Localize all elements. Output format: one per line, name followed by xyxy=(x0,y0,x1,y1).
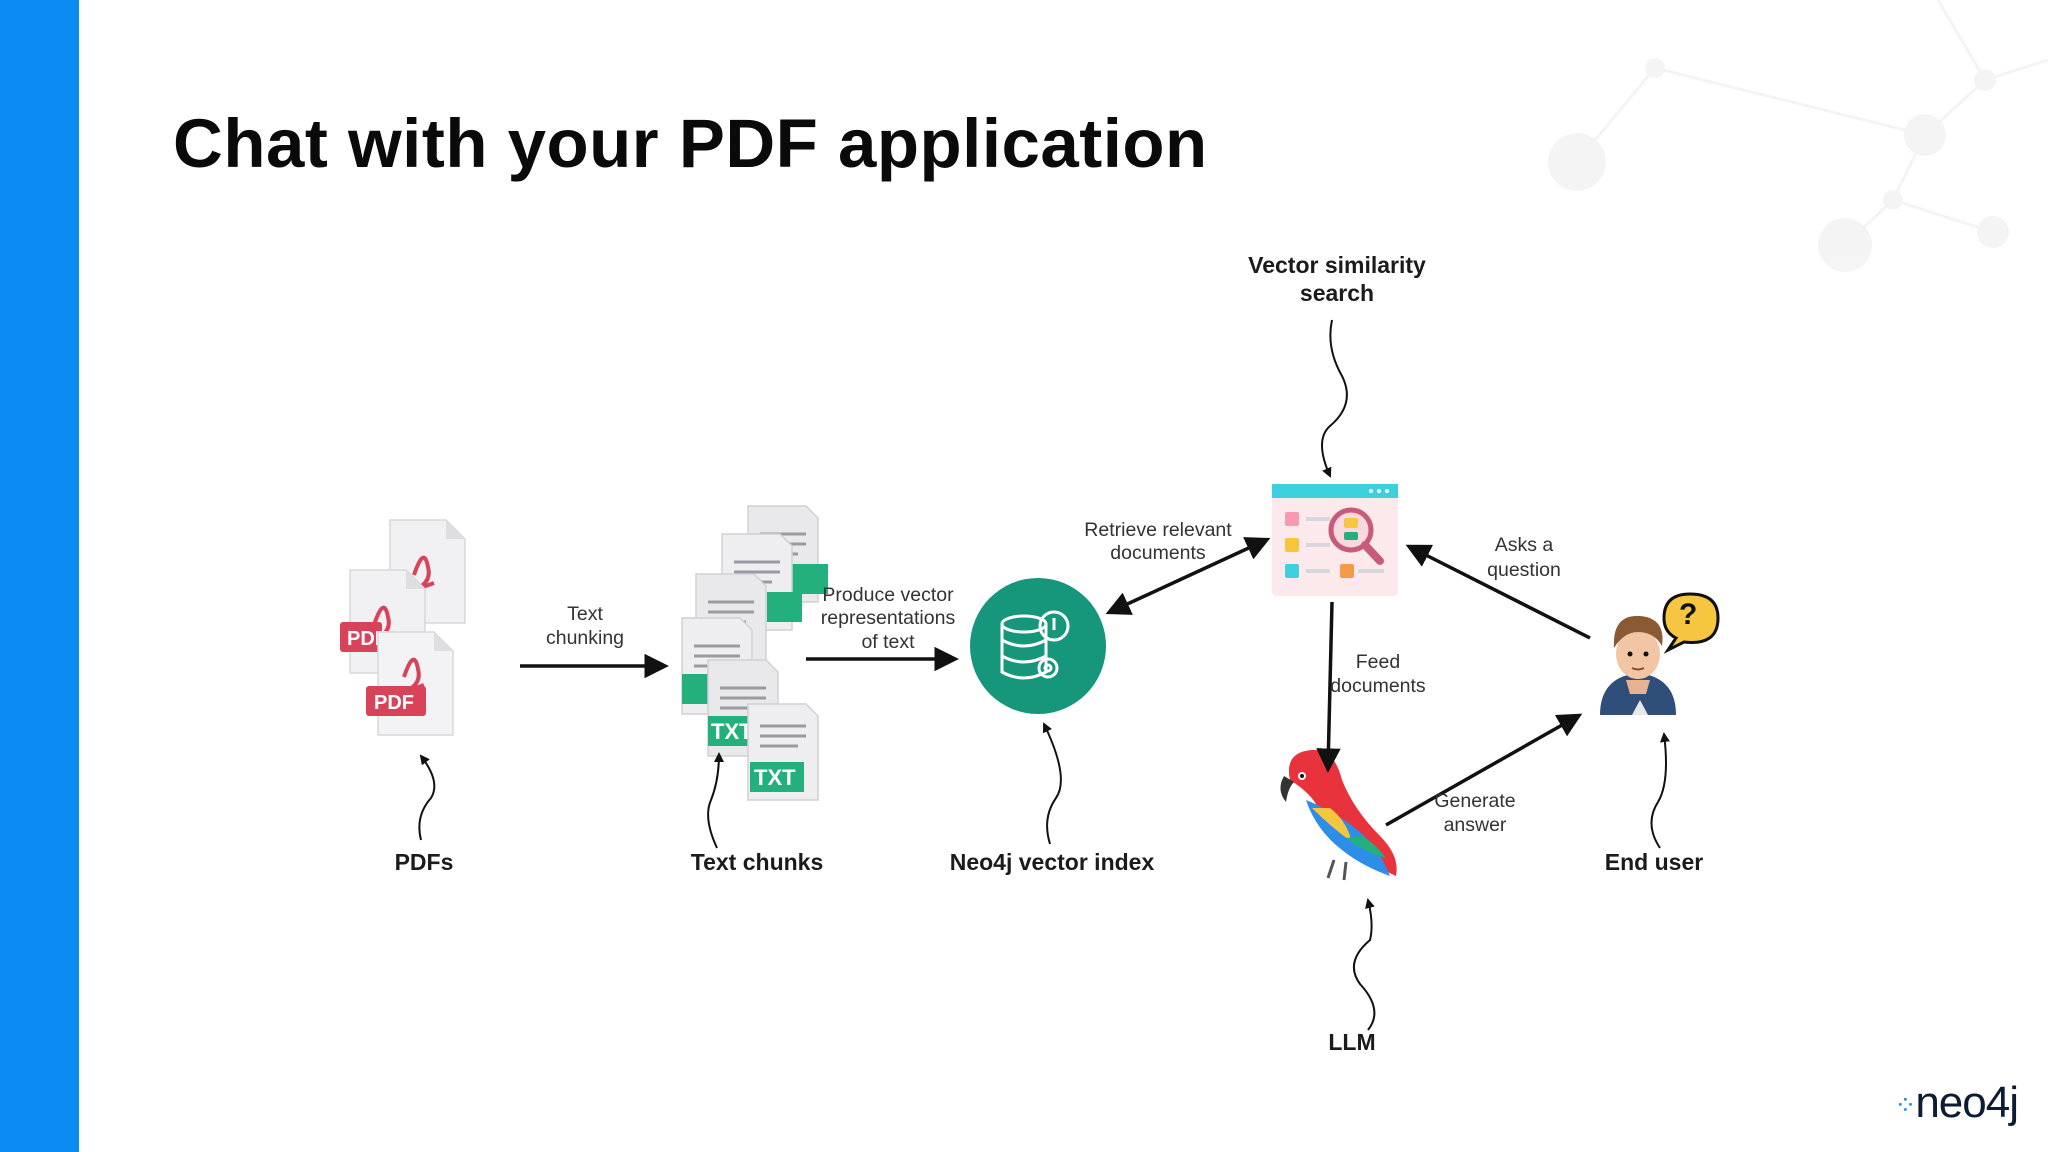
arrow-generate-answer xyxy=(1385,713,1583,827)
edge-label-produce-vectors-line1: Produce vector xyxy=(822,584,954,606)
edge-label-text-chunking-line1: Text xyxy=(567,603,603,625)
pointer-end-user xyxy=(1650,732,1670,849)
edge-label-asks-question-line1: Asks a xyxy=(1495,534,1554,556)
search-window-icon xyxy=(1272,484,1398,596)
edge-label-produce-vectors-line3: of text xyxy=(861,631,915,653)
arrow-retrieve-documents xyxy=(1105,537,1271,615)
user-question-icon: ? xyxy=(1600,592,1720,715)
pointer-llm xyxy=(1352,898,1376,1031)
pdf-badge-text: PDF xyxy=(347,628,387,650)
pointer-text-chunks xyxy=(707,752,724,849)
node-label-end-user: End user xyxy=(1605,849,1703,875)
question-mark-glyph: ? xyxy=(1679,598,1697,631)
edge-label-retrieve-line1: Retrieve relevant xyxy=(1084,519,1232,541)
edge-label-generate-answer-line1: Generate xyxy=(1434,790,1515,812)
accent-sidebar xyxy=(0,0,79,1152)
arrow-feed-documents xyxy=(1316,601,1341,773)
neo4j-logo: ⁘neo4j xyxy=(1894,1078,2019,1128)
logo-text: neo4j xyxy=(1915,1078,2019,1127)
pdf-badge-text: PDF xyxy=(374,692,414,714)
edge-label-text-chunking-line2: chunking xyxy=(546,627,624,649)
edge-label-generate-answer-line2: answer xyxy=(1444,814,1507,836)
node-label-vector-search-line1: Vector similarity xyxy=(1248,252,1426,278)
pointer-vector-search xyxy=(1321,319,1348,478)
node-label-pdfs: PDFs xyxy=(395,849,454,875)
node-label-text-chunks: Text chunks xyxy=(691,849,824,875)
pointer-vector-index xyxy=(1042,722,1062,845)
edge-label-feed-documents-line1: Feed xyxy=(1356,651,1400,673)
txt-files-icon: TXT TXT xyxy=(681,505,828,801)
pdf-files-icon: PDF PDF xyxy=(340,519,466,736)
parrot-icon xyxy=(1280,749,1397,881)
label-pointer-lines xyxy=(418,319,1670,1031)
edge-label-retrieve-line2: documents xyxy=(1110,542,1206,564)
logo-dots-icon: ⁘ xyxy=(1894,1089,1917,1120)
txt-badge-text: TXT xyxy=(754,765,796,790)
edge-label-feed-documents-line2: documents xyxy=(1330,675,1426,697)
txt-badge-text: TXT xyxy=(711,719,753,744)
node-label-llm: LLM xyxy=(1328,1029,1375,1055)
node-label-vector-search-line2: search xyxy=(1300,280,1374,306)
node-label-vector-index: Neo4j vector index xyxy=(950,849,1155,875)
edge-label-asks-question-line2: question xyxy=(1487,559,1561,581)
arrow-asks-question xyxy=(1405,544,1591,640)
pointer-pdfs xyxy=(418,754,436,841)
edge-arrows xyxy=(520,537,1591,827)
background-network-decoration xyxy=(1548,0,2048,272)
slide-title: Chat with your PDF application xyxy=(173,105,1208,182)
edge-label-produce-vectors-line2: representations xyxy=(821,607,956,629)
database-gear-icon xyxy=(970,578,1106,714)
